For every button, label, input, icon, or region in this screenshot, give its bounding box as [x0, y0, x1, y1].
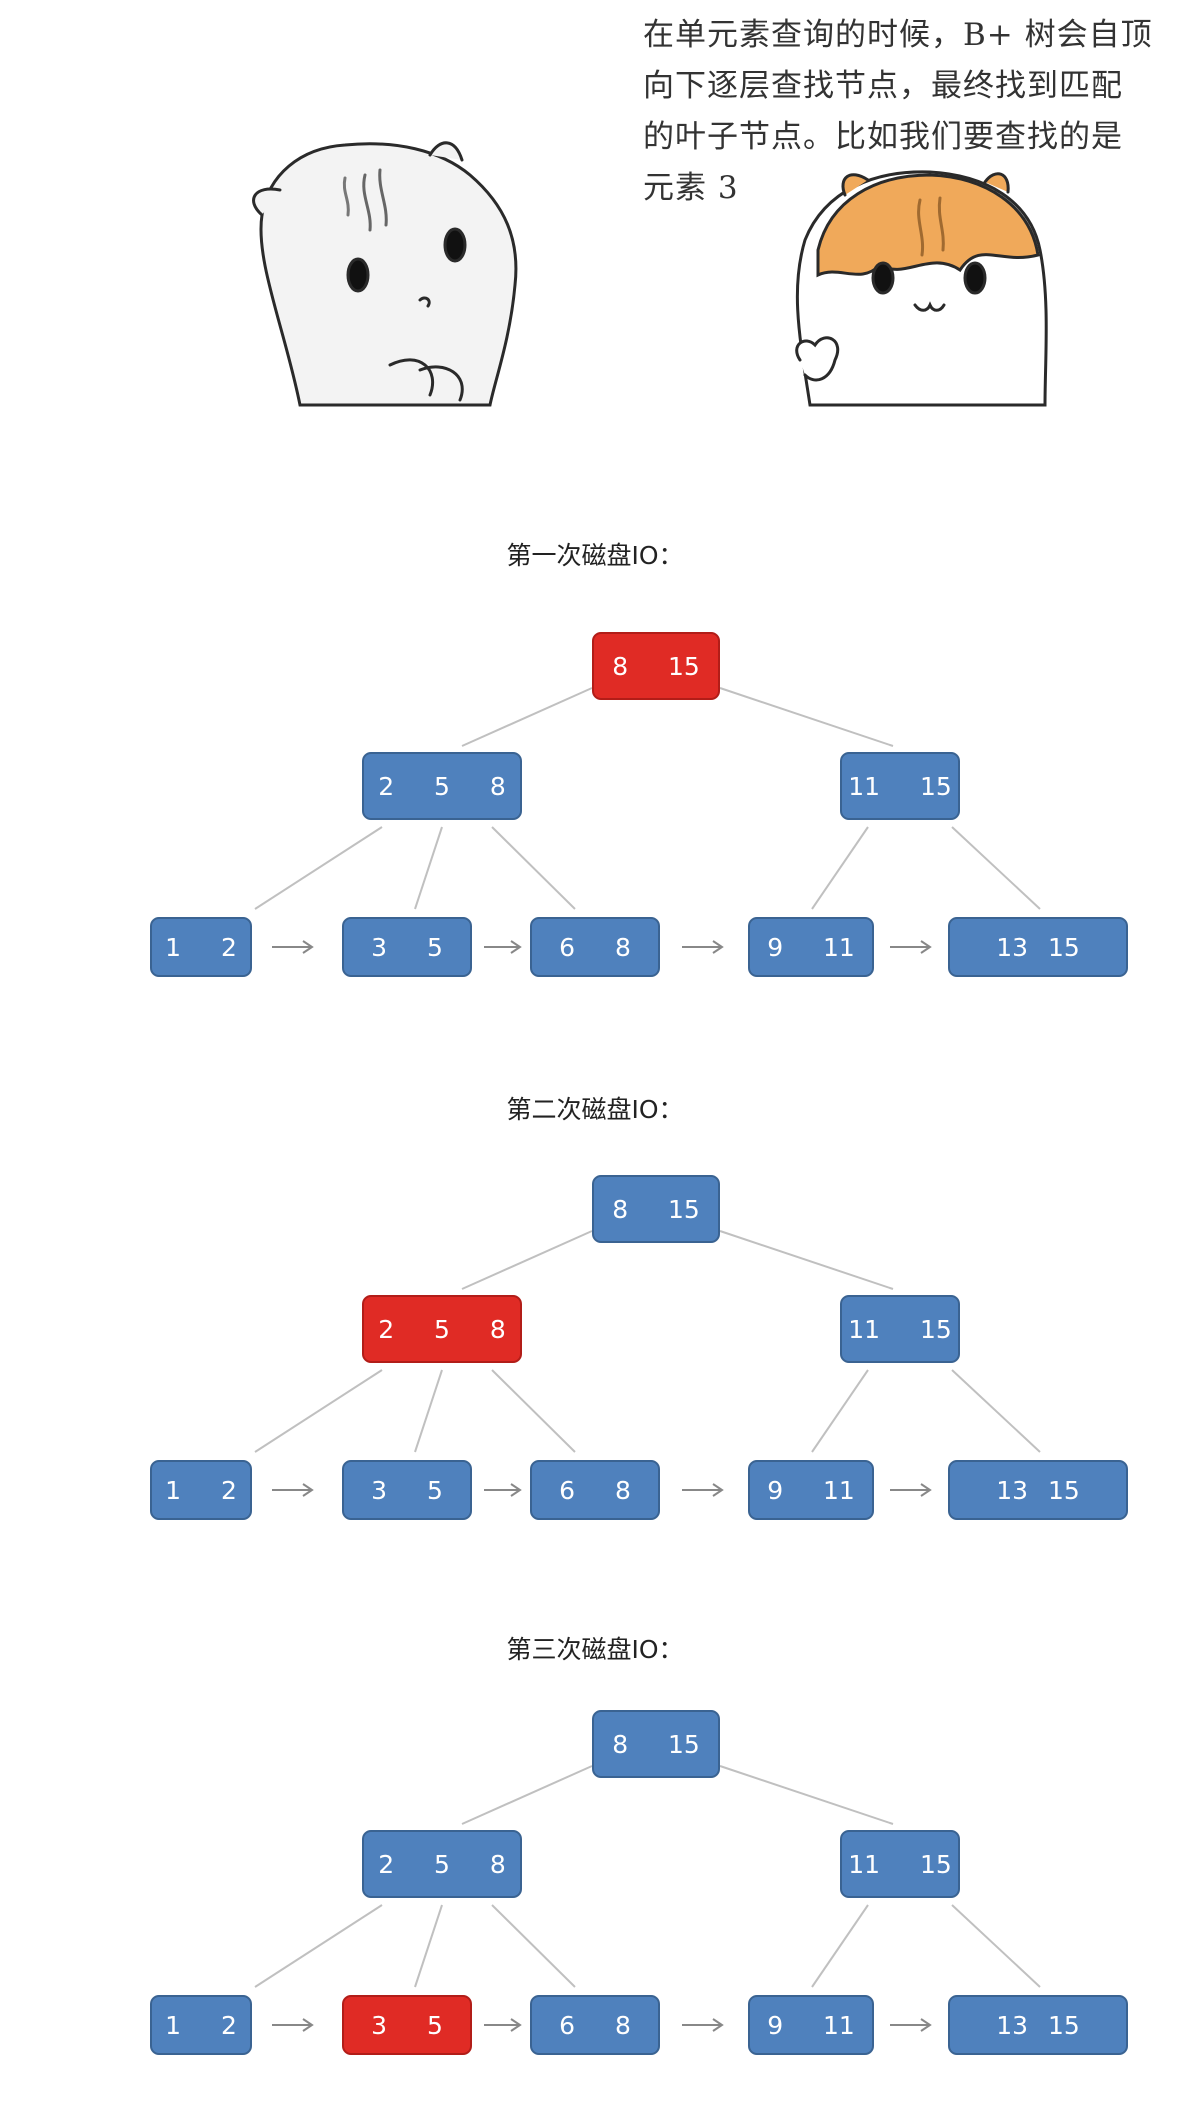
comic-header: 在单元素查询的时候，B+ 树会自顶 向下逐层查找节点，最终找到匹配 的叶子节点。…: [0, 0, 1190, 420]
arrow-head-icon: [510, 1483, 522, 1497]
leaf-node: 13 15: [948, 917, 1128, 977]
tree-edge: [414, 826, 443, 910]
speech-line: 的叶子节点。比如我们要查找的是: [643, 119, 1123, 155]
tree-edge: [254, 1904, 383, 1988]
leaf-node: 9 11: [748, 1995, 874, 2055]
io-title-2: 第二次磁盘IO：: [506, 1095, 684, 1124]
tree-edge: [719, 1765, 894, 1825]
arrow-head-icon: [712, 2018, 724, 2032]
inner-node: 11 15: [840, 752, 960, 820]
arrow-head-icon: [920, 2018, 932, 2032]
root-node: 8 15: [592, 632, 720, 700]
tree-edge: [461, 687, 593, 747]
tree-edge: [811, 1904, 869, 1988]
orange-hamster-icon: [795, 170, 1048, 407]
arrow-head-icon: [510, 940, 522, 954]
speech-text: 在单元素查询的时候，B+ 树会自顶 向下逐层查找节点，最终找到匹配 的叶子节点。…: [643, 10, 1153, 214]
leaf-node: 1 2: [150, 1995, 252, 2055]
leaf-node: 3 5: [342, 1460, 472, 1520]
tree-edge: [414, 1904, 443, 1988]
inner-node: 2 5 8: [362, 1295, 522, 1363]
speech-line: 向下逐层查找节点，最终找到匹配: [643, 68, 1123, 104]
tree-edges: [254, 1765, 1041, 2032]
speech-line: 元素 3: [643, 170, 739, 206]
leaf-node: 1 2: [150, 1460, 252, 1520]
tree-edge: [491, 826, 576, 910]
tree-edge: [811, 826, 869, 910]
inner-node: 2 5 8: [362, 1830, 522, 1898]
root-node: 8 15: [592, 1710, 720, 1778]
leaf-node: 1 2: [150, 917, 252, 977]
arrow-head-icon: [510, 2018, 522, 2032]
bplus-tree-diagram-2: 8 15 2 5 8 11 15 1 2 3 5 6 8 9 11 13 15: [0, 1165, 1190, 1545]
inner-node: 11 15: [840, 1830, 960, 1898]
io-title-1: 第一次磁盘IO：: [506, 541, 684, 570]
arrow-head-icon: [712, 1483, 724, 1497]
tree-edge: [414, 1369, 443, 1453]
bplus-tree-diagram-1: 8 15 2 5 8 11 15 1 2 3 5 6 8 9 11 13 15: [0, 622, 1190, 1002]
tree-edge: [811, 1369, 869, 1453]
leaf-node: 9 11: [748, 1460, 874, 1520]
inner-node: 2 5 8: [362, 752, 522, 820]
tree-edge: [491, 1369, 576, 1453]
leaf-node: 6 8: [530, 1460, 660, 1520]
leaf-node: 3 5: [342, 917, 472, 977]
arrow-head-icon: [712, 940, 724, 954]
tree-edges: [254, 687, 1041, 954]
leaf-node: 6 8: [530, 917, 660, 977]
tree-edge: [461, 1765, 593, 1825]
arrow-head-icon: [920, 1483, 932, 1497]
speech-line: 在单元素查询的时候，B+ 树会自顶: [643, 17, 1153, 53]
arrow-head-icon: [302, 1483, 314, 1497]
tree-edge: [254, 1369, 383, 1453]
tree-edge: [491, 1904, 576, 1988]
hamsters-illustration: [252, 141, 1048, 407]
tree-edge: [719, 687, 894, 747]
arrow-head-icon: [302, 2018, 314, 2032]
tree-edge: [254, 826, 383, 910]
leaf-node: 13 15: [948, 1460, 1128, 1520]
tree-edge: [461, 1230, 593, 1290]
tree-edge: [951, 1369, 1041, 1453]
root-node: 8 15: [592, 1175, 720, 1243]
leaf-node: 3 5: [342, 1995, 472, 2055]
leaf-node: 13 15: [948, 1995, 1128, 2055]
leaf-node: 9 11: [748, 917, 874, 977]
io-title-3: 第三次磁盘IO：: [506, 1635, 684, 1664]
bplus-tree-diagram-3: 8 15 2 5 8 11 15 1 2 3 5 6 8 9 11 13 15: [0, 1700, 1190, 2080]
tree-edge: [951, 826, 1041, 910]
tree-edge: [719, 1230, 894, 1290]
arrow-head-icon: [302, 940, 314, 954]
tree-edges: [254, 1230, 1041, 1497]
arrow-head-icon: [920, 940, 932, 954]
inner-node: 11 15: [840, 1295, 960, 1363]
tree-edge: [951, 1904, 1041, 1988]
grey-hamster-icon: [252, 141, 518, 407]
leaf-node: 6 8: [530, 1995, 660, 2055]
